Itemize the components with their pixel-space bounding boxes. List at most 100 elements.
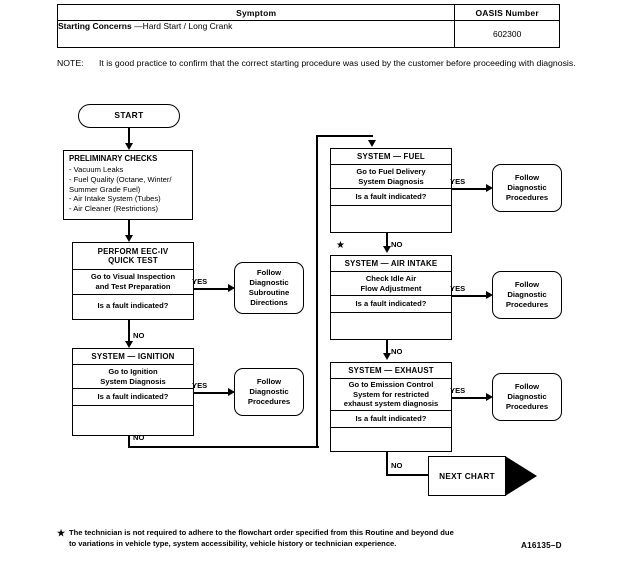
quick-test-question: Is a fault indicated? bbox=[73, 295, 193, 316]
connector-exhaust-no-right bbox=[385, 474, 431, 477]
node-start: START bbox=[78, 104, 180, 128]
label-yes-fuel: YES bbox=[450, 177, 466, 186]
connector-quicktest-yes bbox=[194, 288, 230, 291]
node-follow-diagnostic-procedures-exhaust: Follow Diagnostic Procedures bbox=[492, 373, 562, 421]
connector-quicktest-no bbox=[127, 320, 131, 346]
preliminary-item: - Air Cleaner (Restrictions) bbox=[69, 204, 159, 214]
node-start-label: START bbox=[114, 110, 144, 121]
label-yes-exhaust: YES bbox=[450, 386, 466, 395]
node-follow-diagnostic-procedures-fuel: Follow Diagnostic Procedures bbox=[492, 164, 562, 212]
arrowhead-right-ignition-outcome bbox=[228, 387, 235, 396]
note-block: NOTE: It is good practice to confirm tha… bbox=[57, 57, 577, 70]
procedures-line2: Diagnostic bbox=[507, 392, 547, 401]
preliminary-item: - Air Intake System (Tubes) bbox=[69, 194, 161, 204]
subroutine-line1: Follow bbox=[256, 268, 282, 277]
footnote-text: The technician is not required to adhere… bbox=[69, 528, 454, 548]
exhaust-header-label: SYSTEM — EXHAUST bbox=[348, 365, 434, 375]
connector-fuel-no bbox=[385, 233, 389, 250]
footnote-star-icon: ★ bbox=[57, 528, 66, 538]
procedures-line1: Follow bbox=[514, 173, 540, 182]
cell-symptom: Starting Concerns —Hard Start / Long Cra… bbox=[56, 20, 456, 48]
exhaust-header: SYSTEM — EXHAUST bbox=[331, 363, 451, 379]
ignition-action-line2: System Diagnosis bbox=[100, 376, 166, 386]
oasis-number: 602300 bbox=[492, 29, 522, 39]
table-row: Starting Concerns —Hard Start / Long Cra… bbox=[56, 20, 560, 48]
ignition-spacer bbox=[73, 406, 193, 433]
note-text: It is good practice to confirm that the … bbox=[99, 58, 576, 68]
exhaust-action-line1: Go to Emission Control bbox=[348, 380, 434, 390]
connector-ignition-no-right bbox=[127, 446, 319, 449]
quick-test-header-line1: PERFORM EEC-IV bbox=[97, 246, 169, 256]
preliminary-title: PRELIMINARY CHECKS bbox=[69, 154, 158, 163]
preliminary-item: - Vacuum Leaks bbox=[69, 165, 124, 174]
air-intake-header-label: SYSTEM — AIR INTAKE bbox=[344, 258, 438, 268]
connector-exhaust-yes bbox=[452, 397, 488, 400]
procedures-line1: Follow bbox=[514, 382, 540, 391]
arrowhead-down-airintake bbox=[382, 246, 391, 253]
label-no-fuel: NO bbox=[391, 240, 403, 249]
cell-oasis: 602300 bbox=[454, 20, 560, 48]
node-follow-diagnostic-procedures-airintake: Follow Diagnostic Procedures bbox=[492, 271, 562, 319]
fuel-action-line1: Go to Fuel Delivery bbox=[356, 166, 426, 176]
connector-airintake-no bbox=[385, 340, 389, 357]
connector-ignition-yes bbox=[194, 392, 230, 395]
label-no-exhaust: NO bbox=[391, 461, 403, 470]
quick-test-header-line2: QUICK TEST bbox=[108, 256, 158, 265]
exhaust-question-label: Is a fault indicated? bbox=[355, 414, 427, 424]
air-intake-header: SYSTEM — AIR INTAKE bbox=[331, 256, 451, 272]
node-system-exhaust: SYSTEM — EXHAUST Go to Emission Control … bbox=[330, 362, 452, 452]
arrowhead-down-quicktest bbox=[124, 235, 133, 242]
procedures-line2: Diagnostic bbox=[507, 183, 547, 192]
note-label: NOTE: bbox=[57, 58, 84, 68]
next-chart-label: NEXT CHART bbox=[439, 471, 495, 481]
procedures-line3: Procedures bbox=[505, 193, 549, 202]
fuel-action-line2: System Diagnosis bbox=[358, 176, 424, 186]
node-system-ignition: SYSTEM — IGNITION Go to Ignition System … bbox=[72, 348, 194, 436]
ignition-action: Go to Ignition System Diagnosis bbox=[73, 365, 193, 389]
label-no-quicktest: NO bbox=[133, 331, 145, 340]
fuel-action: Go to Fuel Delivery System Diagnosis bbox=[331, 165, 451, 189]
connector-start-to-preliminary bbox=[127, 128, 131, 146]
exhaust-action: Go to Emission Control System for restri… bbox=[331, 379, 451, 411]
node-system-fuel: SYSTEM — FUEL Go to Fuel Delivery System… bbox=[330, 148, 452, 233]
procedures-line2: Diagnostic bbox=[507, 290, 547, 299]
arrowhead-right-subroutine bbox=[228, 283, 235, 292]
air-intake-question-label: Is a fault indicated? bbox=[355, 299, 427, 309]
node-preliminary-checks: PRELIMINARY CHECKS - Vacuum Leaks - Fuel… bbox=[63, 150, 193, 220]
connector-exhaust-no-down bbox=[385, 452, 389, 476]
quick-test-action-line2: and Test Preparation bbox=[95, 282, 171, 291]
arrowhead-down-preliminary bbox=[124, 143, 133, 150]
connector-preliminary-to-quicktest bbox=[127, 220, 131, 238]
procedures-line1: Follow bbox=[514, 280, 540, 289]
exhaust-spacer bbox=[331, 428, 451, 450]
procedures-line3: Procedures bbox=[247, 397, 291, 406]
concern-item: —Hard Start / Long Crank bbox=[134, 21, 233, 31]
air-intake-action: Check Idle Air Flow Adjustment bbox=[331, 272, 451, 296]
node-next-chart[interactable]: NEXT CHART bbox=[428, 456, 537, 496]
ignition-question-label: Is a fault indicated? bbox=[97, 392, 169, 402]
symptom-oasis-table: Symptom OASIS Number Starting Concerns —… bbox=[56, 4, 560, 48]
subroutine-line4: Directions bbox=[250, 298, 288, 307]
label-no-ignition: NO bbox=[133, 433, 145, 442]
next-chart-body[interactable]: NEXT CHART bbox=[428, 456, 506, 496]
node-quick-test: PERFORM EEC-IV QUICK TEST Go to Visual I… bbox=[72, 242, 194, 320]
arrowhead-right-exhaust-outcome bbox=[486, 392, 493, 401]
node-system-air-intake: SYSTEM — AIR INTAKE Check Idle Air Flow … bbox=[330, 255, 452, 340]
fuel-spacer bbox=[331, 206, 451, 231]
quick-test-question-label: Is a fault indicated? bbox=[97, 300, 169, 310]
connector-ignition-no-up bbox=[316, 135, 319, 448]
procedures-line3: Procedures bbox=[505, 402, 549, 411]
procedures-line3: Procedures bbox=[505, 300, 549, 309]
fuel-question-label: Is a fault indicated? bbox=[355, 192, 427, 202]
preliminary-item: Summer Grade Fuel) bbox=[69, 184, 141, 194]
fuel-header-label: SYSTEM — FUEL bbox=[357, 151, 425, 161]
arrowhead-right-fuel-outcome bbox=[486, 183, 493, 192]
air-intake-action-line2: Flow Adjustment bbox=[360, 283, 422, 293]
air-intake-action-line1: Check Idle Air bbox=[365, 273, 417, 283]
ignition-question: Is a fault indicated? bbox=[73, 389, 193, 406]
arrowhead-right-airintake-outcome bbox=[486, 290, 493, 299]
arrowhead-down-fuel bbox=[367, 140, 376, 147]
preliminary-item: - Fuel Quality (Octane, Winter/ bbox=[69, 174, 172, 184]
air-intake-question: Is a fault indicated? bbox=[331, 296, 451, 313]
document-id: A16135–D bbox=[521, 541, 562, 550]
